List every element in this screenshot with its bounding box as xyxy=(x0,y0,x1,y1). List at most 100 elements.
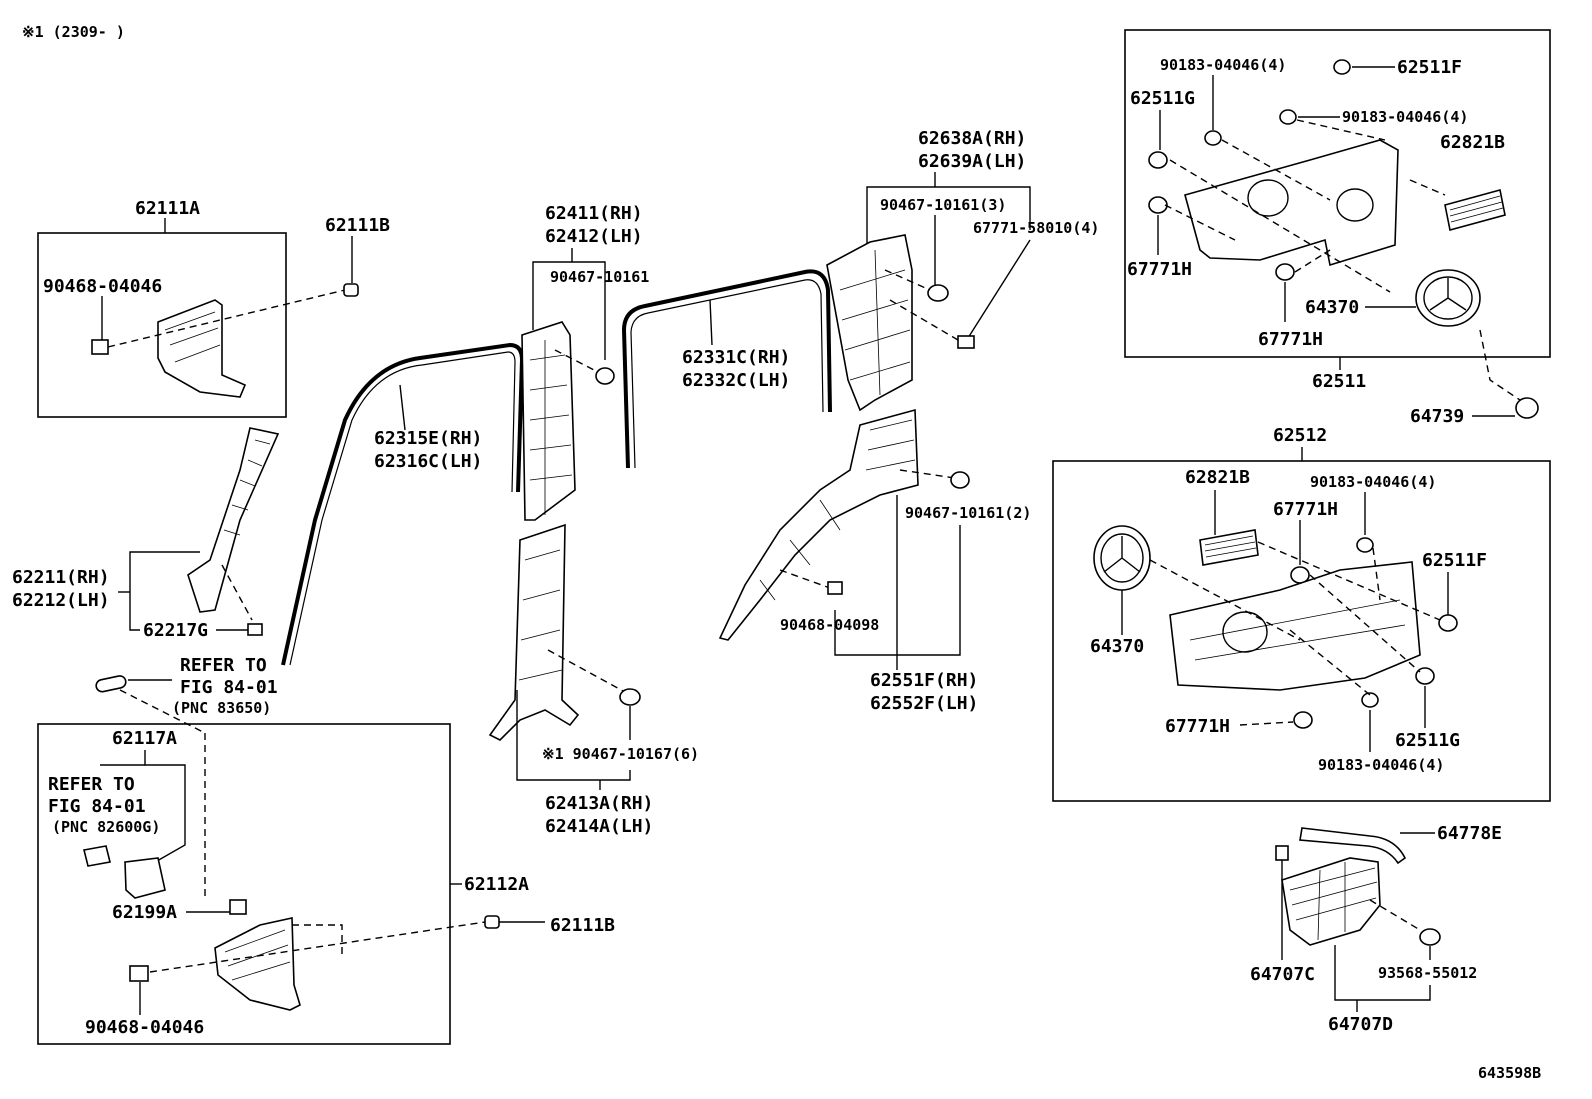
clip-90467-10161-3 xyxy=(927,284,949,302)
pillar-62211 xyxy=(187,427,280,613)
box-62111A xyxy=(37,232,287,418)
label-90468-04046-bot[interactable]: 90468-04046 xyxy=(85,1017,204,1038)
label-90467-10161-3[interactable]: 90467-10161(3) xyxy=(880,196,1006,214)
label-90467-10161-2[interactable]: 90467-10161(2) xyxy=(905,504,1031,522)
pillar-62638A xyxy=(826,234,913,412)
label-93568-55012[interactable]: 93568-55012 xyxy=(1378,964,1477,982)
clip-62511G-b xyxy=(1415,667,1435,685)
box-62511 xyxy=(1124,29,1551,358)
label-62511F-b[interactable]: 62511F xyxy=(1422,550,1487,571)
label-67771-58010-4[interactable]: 67771-58010(4) xyxy=(973,219,1099,237)
clip-90468-04046-bot xyxy=(129,965,149,982)
label-90183-d[interactable]: 90183-04046(4) xyxy=(1318,756,1444,774)
label-62414A[interactable]: 62414A(LH) xyxy=(545,816,653,837)
label-62211[interactable]: 62211(RH) xyxy=(12,567,110,588)
clip-62511F-a xyxy=(1333,59,1351,75)
label-refer2-c[interactable]: (PNC 82600G) xyxy=(52,818,160,836)
group-62315E: 62315E(RH) 62316C(LH) xyxy=(281,342,525,666)
label-62111B-bot[interactable]: 62111B xyxy=(550,915,615,936)
label-90183-c[interactable]: 90183-04046(4) xyxy=(1310,473,1436,491)
group-62638A: 62638A(RH) 62639A(LH) 90467-10161(3) 677… xyxy=(826,128,1099,412)
part-82600G xyxy=(83,845,111,867)
label-62111A[interactable]: 62111A xyxy=(135,198,200,219)
group-62551F: 90467-10161(2) 90468-04098 62551F(RH) 62… xyxy=(718,408,1031,714)
label-62332C[interactable]: 62332C(LH) xyxy=(682,370,790,391)
label-62112A[interactable]: 62112A xyxy=(464,874,529,895)
label-64739[interactable]: 64739 xyxy=(1410,406,1464,427)
label-refer2-a[interactable]: REFER TO xyxy=(48,774,135,795)
label-refer1-b[interactable]: FIG 84-01 xyxy=(180,677,278,698)
label-67771H-b[interactable]: 67771H xyxy=(1258,329,1323,350)
clip-90467-10161-2 xyxy=(950,471,970,489)
label-62511G-a[interactable]: 62511G xyxy=(1130,88,1195,109)
clip-67771H-a xyxy=(1148,196,1168,214)
nut-90183-c xyxy=(1356,537,1374,553)
group-62211: 62211(RH) 62212(LH) 62217G xyxy=(12,427,280,641)
header-note: ※1 (2309- ) xyxy=(22,23,125,41)
label-62511G-b[interactable]: 62511G xyxy=(1395,730,1460,751)
trim-62112A xyxy=(214,917,301,1011)
label-64370-a[interactable]: 64370 xyxy=(1305,297,1359,318)
grille-62821B-a xyxy=(1444,189,1506,231)
clip-62111B-bot xyxy=(484,915,500,929)
bolt-93568-55012 xyxy=(1419,928,1441,946)
label-62316C[interactable]: 62316C(LH) xyxy=(374,451,482,472)
label-62111B-top[interactable]: 62111B xyxy=(325,215,390,236)
label-62511F-a[interactable]: 62511F xyxy=(1397,57,1462,78)
label-64707C[interactable]: 64707C xyxy=(1250,964,1315,985)
label-62821B-b[interactable]: 62821B xyxy=(1185,467,1250,488)
label-62217G[interactable]: 62217G xyxy=(143,620,208,641)
clip-62111B-top xyxy=(343,283,359,297)
label-refer1-c[interactable]: (PNC 83650) xyxy=(172,699,271,717)
clip-90468-04046-top xyxy=(91,339,109,355)
clip-67771H-b xyxy=(1275,263,1295,281)
label-67771H-a[interactable]: 67771H xyxy=(1127,259,1192,280)
label-62331C[interactable]: 62331C(RH) xyxy=(682,347,790,368)
group-62413A: ※1 90467-10167(6) 62413A(RH) 62414A(LH) xyxy=(488,523,699,837)
label-90467-10161[interactable]: 90467-10161 xyxy=(550,268,649,286)
label-62511[interactable]: 62511 xyxy=(1312,371,1366,392)
clip-62511F-b xyxy=(1438,614,1458,632)
grille-62821B-b xyxy=(1199,529,1259,566)
clip-62217G xyxy=(247,623,263,636)
label-64707D[interactable]: 64707D xyxy=(1328,1014,1393,1035)
label-62212[interactable]: 62212(LH) xyxy=(12,590,110,611)
nut-90183-d xyxy=(1361,692,1379,708)
label-refer1-a[interactable]: REFER TO xyxy=(180,655,267,676)
figure-code: 643598B xyxy=(1478,1064,1541,1082)
label-62117A[interactable]: 62117A xyxy=(112,728,177,749)
label-67771H-c[interactable]: 67771H xyxy=(1273,499,1338,520)
box-62512 xyxy=(1052,460,1551,802)
label-62412[interactable]: 62412(LH) xyxy=(545,226,643,247)
trim-62551F xyxy=(718,408,919,641)
label-90468-04046-top[interactable]: 90468-04046 xyxy=(43,276,162,297)
label-67771H-d[interactable]: 67771H xyxy=(1165,716,1230,737)
label-62551F[interactable]: 62551F(RH) xyxy=(870,670,978,691)
pillar-62413A xyxy=(488,523,580,741)
label-62413A[interactable]: 62413A(RH) xyxy=(545,793,653,814)
label-64778E[interactable]: 64778E xyxy=(1437,823,1502,844)
label-62638A[interactable]: 62638A(RH) xyxy=(918,128,1026,149)
group-62511: 90183-04046(4) 62511F 62511G 90183-04046… xyxy=(1124,29,1551,358)
part-64778E xyxy=(1299,827,1407,865)
label-62411[interactable]: 62411(RH) xyxy=(545,203,643,224)
clip-64739 xyxy=(1515,397,1539,419)
label-62821B-a[interactable]: 62821B xyxy=(1440,132,1505,153)
label-90468-04098[interactable]: 90468-04098 xyxy=(780,616,879,634)
label-90183-b[interactable]: 90183-04046(4) xyxy=(1342,108,1468,126)
panel-62511 xyxy=(1184,139,1399,267)
group-62112A: 62112A 62117A REFER TO FIG 84-01 (PNC 82… xyxy=(37,723,615,1045)
trim-62111A xyxy=(157,299,247,398)
label-64370-b[interactable]: 64370 xyxy=(1090,636,1144,657)
label-refer2-b[interactable]: FIG 84-01 xyxy=(48,796,146,817)
label-62199A[interactable]: 62199A xyxy=(112,902,177,923)
clip-67771H-d xyxy=(1293,711,1313,729)
label-62639A[interactable]: 62639A(LH) xyxy=(918,151,1026,172)
label-62552F[interactable]: 62552F(LH) xyxy=(870,693,978,714)
panel-62512 xyxy=(1169,561,1421,691)
label-62315E[interactable]: 62315E(RH) xyxy=(374,428,482,449)
label-62512[interactable]: 62512 xyxy=(1273,425,1327,446)
label-90183-a[interactable]: 90183-04046(4) xyxy=(1160,56,1286,74)
label-90467-10167-6[interactable]: ※1 90467-10167(6) xyxy=(542,745,699,763)
group-62512: 62821B 90183-04046(4) 67771H 62511F 6437… xyxy=(1052,460,1551,802)
